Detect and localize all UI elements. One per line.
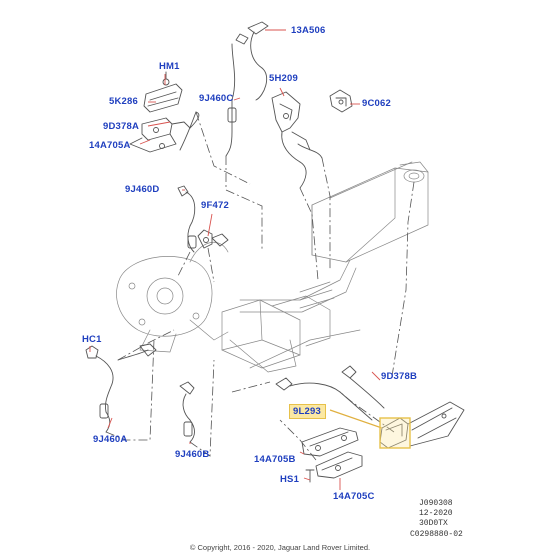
sensor-9J460B-drawing xyxy=(179,381,195,443)
callout-13A506[interactable]: 13A506 xyxy=(291,25,326,36)
callout-HS1[interactable]: HS1 xyxy=(280,474,300,485)
callout-5H209[interactable]: 5H209 xyxy=(269,73,298,84)
copyright-notice: © Copyright, 2016 - 2020, Jaguar Land Ro… xyxy=(189,543,371,552)
callout-HM1[interactable]: HM1 xyxy=(159,61,180,72)
callout-9D378B[interactable]: 9D378B xyxy=(381,371,418,382)
callout-5K286[interactable]: 5K286 xyxy=(109,96,138,107)
exhaust-pipe-drawing xyxy=(116,161,429,373)
callout-HC1[interactable]: HC1 xyxy=(82,334,102,345)
sensor-9D378B-drawing xyxy=(275,365,465,449)
callout-9C062[interactable]: 9C062 xyxy=(362,98,391,109)
callout-9D378A[interactable]: 9D378A xyxy=(103,121,140,132)
drawing-code-4: C0298880-02 xyxy=(410,530,463,539)
heat-shield-5K286-drawing xyxy=(143,71,183,113)
callout-14A705C[interactable]: 14A705C xyxy=(333,491,375,502)
part-9L293-highlight xyxy=(379,417,411,449)
callout-9L293[interactable]: 9L293 xyxy=(289,404,326,419)
sensor-9J460D-drawing xyxy=(177,185,197,253)
bracket-9D378A-drawing xyxy=(129,111,200,153)
callout-9J460C[interactable]: 9J460C xyxy=(199,93,234,104)
leader-lines xyxy=(89,29,383,490)
sensor-13A506-drawing xyxy=(225,21,269,157)
drawing-code-1: J090308 xyxy=(419,499,453,508)
callout-9J460D[interactable]: 9J460D xyxy=(125,184,160,195)
callout-9J460A[interactable]: 9J460A xyxy=(93,434,128,445)
sensor-9F472-drawing xyxy=(197,229,229,249)
callout-9J460B[interactable]: 9J460B xyxy=(175,449,210,460)
sensor-5H209-drawing xyxy=(271,89,353,189)
drawing-code-3: 30D0TX xyxy=(419,519,448,528)
callout-9F472[interactable]: 9F472 xyxy=(201,200,229,211)
brackets-14A705B-C-drawing xyxy=(301,427,363,483)
callout-14A705B[interactable]: 14A705B xyxy=(254,454,296,465)
callout-14A705A[interactable]: 14A705A xyxy=(89,140,131,151)
sensor-9J460A-drawing xyxy=(85,343,157,433)
drawing-code-2: 12-2020 xyxy=(419,509,453,518)
phantom-lines xyxy=(105,111,415,461)
